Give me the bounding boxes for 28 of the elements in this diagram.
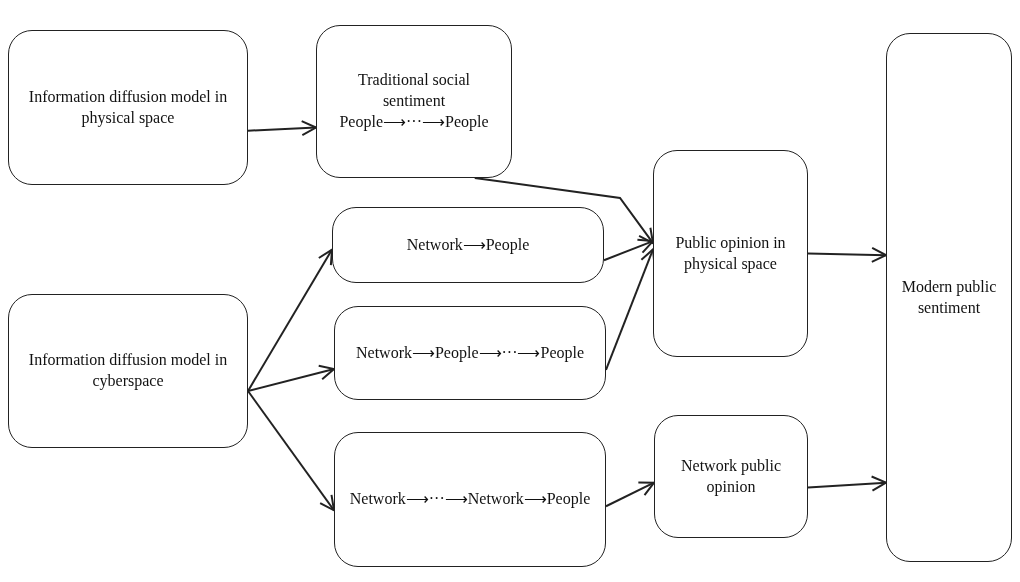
process-box (8, 294, 248, 448)
box-label: Modern public sentiment (901, 276, 997, 318)
box-label: Information diffusion model in cyberspace (27, 350, 229, 392)
box-label: Information diffusion model in physical space (27, 86, 229, 129)
arrow (605, 481, 655, 508)
process-box (334, 306, 606, 400)
arrow (807, 246, 887, 263)
process-box (332, 207, 604, 283)
box-label: Traditional social sentiment (357, 70, 471, 112)
process-box (654, 415, 808, 538)
box-label: People⟶···⟶People (339, 111, 489, 133)
process-box (886, 33, 1012, 562)
box-label: Network⟶···⟶Network⟶People (349, 489, 591, 510)
process-box (334, 432, 606, 567)
arrow (247, 248, 333, 392)
process-box (316, 25, 512, 178)
box-label: Network⟶People⟶···⟶People (355, 342, 585, 364)
process-box (653, 150, 808, 357)
box-label: Public opinion in physical space (674, 232, 787, 275)
arrow (473, 177, 654, 245)
arrow (247, 364, 335, 392)
arrow (247, 120, 317, 137)
arrow (603, 238, 654, 262)
arrow (247, 390, 335, 512)
box-label: Network public opinion (680, 455, 782, 498)
box-label: Network⟶People (406, 234, 530, 256)
arrow (807, 475, 887, 492)
process-box (8, 30, 248, 185)
